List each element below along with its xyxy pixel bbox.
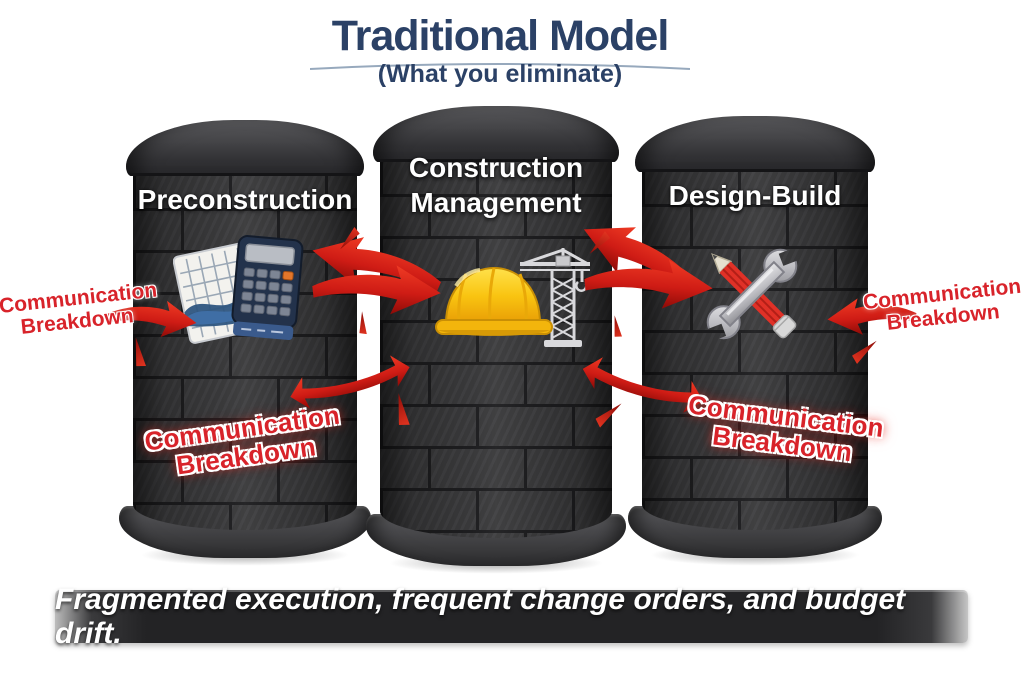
footer-banner: Fragmented execution, frequent change or… — [55, 583, 968, 650]
page-subtitle: (What you eliminate) — [377, 60, 623, 88]
silo-top-cap — [635, 116, 875, 172]
footer-text: Fragmented execution, frequent change or… — [55, 582, 906, 650]
silo-top-cap — [126, 120, 364, 176]
silo-construction-management: Construction Management — [348, 106, 644, 578]
broken-arrow-icon — [583, 227, 713, 309]
page-title: Traditional Model — [331, 12, 670, 60]
communication-breakdown-label: Communication Breakdown — [861, 274, 1023, 335]
broken-arrow-icon — [312, 237, 441, 315]
title-underline — [310, 63, 690, 70]
silo-label-preconstruction: Preconstruction — [137, 184, 353, 215]
silo-label-design-build: Design-Build — [668, 180, 842, 211]
silo-label-construction-management: Construction Management — [408, 152, 584, 218]
